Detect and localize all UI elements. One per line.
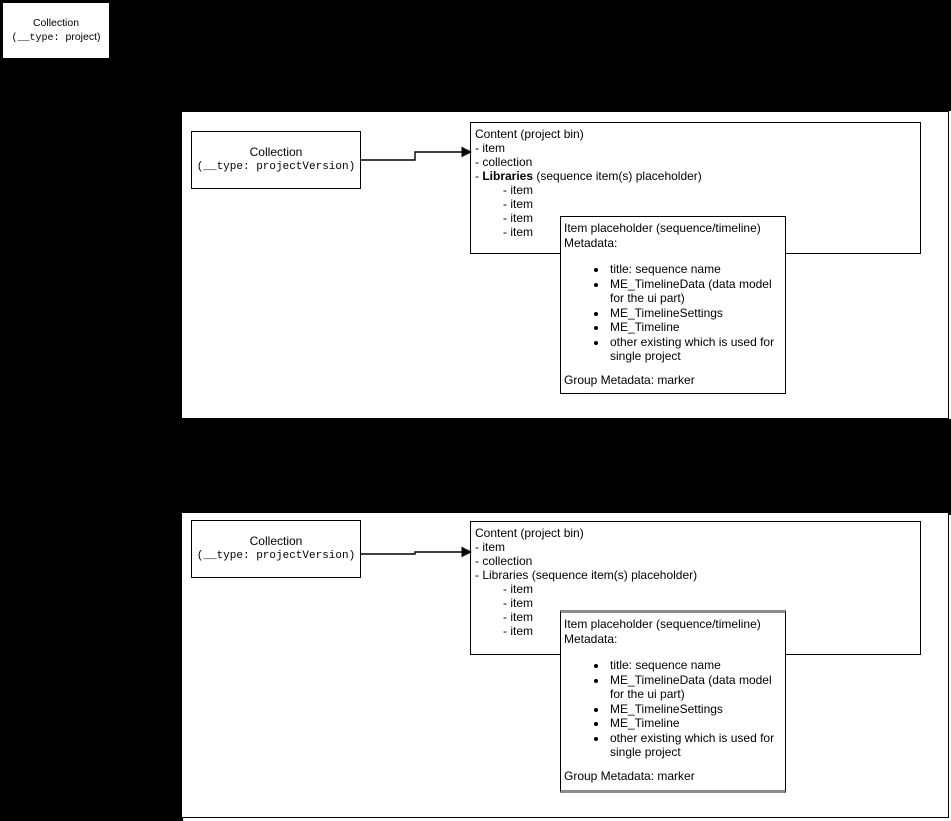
node-title: Collection [249,145,303,159]
metadata-bullet: other existing which is used for single … [608,335,782,364]
content-item: - collection [475,155,533,169]
metadata-bullet: ME_TimelineSettings [608,306,782,321]
metadata-bullet: other existing which is used for single … [608,731,782,760]
node-title: Collection [249,534,303,548]
metadata-bullet: ME_TimelineSettings [608,702,782,717]
placeholder-title: Item placeholder (sequence/timeline) [564,221,761,235]
content-item: - collection [475,554,533,568]
metadata-bullet: ME_Timeline [608,716,782,731]
placeholder-footer: Group Metadata: marker [564,372,695,387]
node-type-line: (__type: project) [11,30,101,44]
placeholder-subtitle: Metadata: [564,235,618,250]
content-item-libraries: - Libraries (sequence item(s) placeholde… [475,169,702,183]
node-collection-project[interactable]: Collection (__type: project) [2,2,110,59]
node-type-line: (__type: projectVersion) [196,550,356,562]
metadata-list: title: sequence name ME_TimelineData (da… [564,262,782,364]
node-title: Collection [32,16,80,29]
placeholder-footer: Group Metadata: marker [564,768,695,783]
metadata-list: title: sequence name ME_TimelineData (da… [564,658,782,760]
node-item-placeholder-1[interactable]: Item placeholder (sequence/timeline) Met… [560,216,786,394]
content-item: - item [475,141,505,155]
placeholder-subtitle: Metadata: [564,631,618,646]
placeholder-title: Item placeholder (sequence/timeline) [564,617,761,631]
connector-arrow-2 [361,546,473,558]
metadata-bullet: title: sequence name [608,658,782,673]
node-type-line: (__type: projectVersion) [196,161,356,173]
metadata-bullet: ME_TimelineData (data model for the ui p… [608,673,782,702]
metadata-bullet: title: sequence name [608,262,782,277]
content-sub-item: - item [503,225,533,239]
content-sub-item: - item [503,582,533,596]
node-item-placeholder-2[interactable]: Item placeholder (sequence/timeline) Met… [560,610,786,793]
content-sub-item: - item [503,624,533,638]
content-sub-item: - item [503,197,533,211]
metadata-bullet: ME_Timeline [608,320,782,335]
content-sub-item: - item [503,596,533,610]
content-item-libraries: - Libraries (sequence item(s) placeholde… [475,568,698,582]
content-title: Content (project bin) [475,127,584,141]
node-collection-projectversion-1[interactable]: Collection (__type: projectVersion) [191,131,361,189]
connector-arrow-1 [361,146,473,161]
content-sub-item: - item [503,211,533,225]
content-sub-item: - item [503,183,533,197]
metadata-bullet: ME_TimelineData (data model for the ui p… [608,277,782,306]
node-collection-projectversion-2[interactable]: Collection (__type: projectVersion) [191,520,361,578]
content-item: - item [475,540,505,554]
content-title: Content (project bin) [475,526,584,540]
content-sub-item: - item [503,610,533,624]
